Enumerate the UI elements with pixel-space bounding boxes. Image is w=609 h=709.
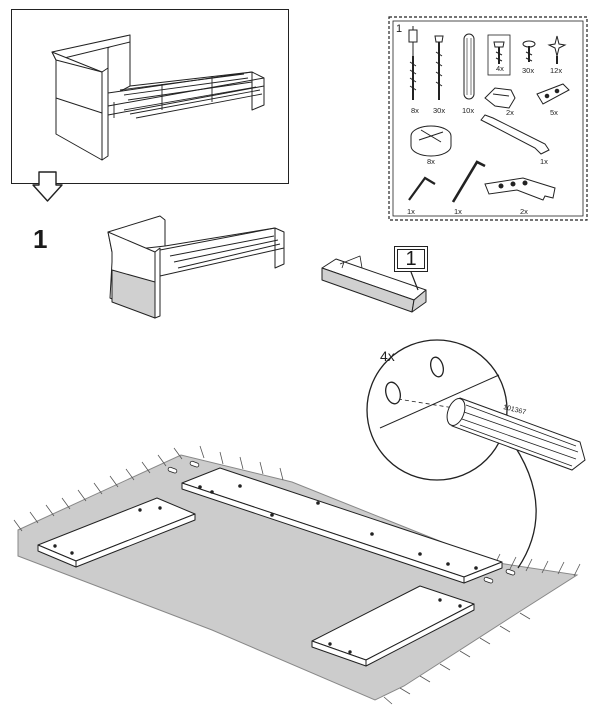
- daybed-highlight-illustration: [107, 215, 285, 319]
- part-qty: 2x: [520, 207, 528, 216]
- part-qty: 1x: [540, 157, 548, 166]
- part-qty: 8x: [411, 106, 419, 115]
- wrench-icon: [480, 114, 550, 155]
- panel-right-illustration: [311, 585, 475, 667]
- overview-panel: [11, 9, 289, 184]
- part-qty: 30x: [433, 106, 446, 115]
- drilling-jig-icon: [484, 177, 556, 201]
- detail-callout: [366, 339, 537, 569]
- part-qty: 8x: [427, 157, 435, 166]
- cam-lock-icon: [410, 125, 452, 157]
- panel-left-illustration: [37, 497, 196, 568]
- wooden-dowel-icon: [463, 33, 475, 100]
- dowel-icon: [167, 460, 516, 584]
- wood-screw-icon: [434, 35, 444, 100]
- rug-illustration: [13, 445, 581, 705]
- parts-list-panel: 1 8x 30x 10x 4x 30x 12x 2x 5x 8x 1x 1x 1…: [385, 12, 592, 225]
- part-qty: 4x: [496, 64, 504, 73]
- daybed-overview-illustration: [51, 34, 265, 161]
- part-qty: 1x: [407, 207, 415, 216]
- detail-quantity: 4x: [380, 348, 395, 364]
- short-screw-icon: [493, 41, 505, 64]
- part-qty: 30x: [522, 66, 535, 75]
- part-qty: 2x: [506, 108, 514, 117]
- bracket-clip-icon: [484, 87, 516, 109]
- small-allen-key-icon: [408, 176, 436, 201]
- reference-number: 1: [405, 248, 417, 270]
- parts-step-label: 1: [396, 23, 403, 35]
- part-qty: 1x: [454, 207, 462, 216]
- pin-icon: [547, 35, 567, 64]
- part-qty: 10x: [462, 106, 475, 115]
- panel-long-illustration: [181, 467, 503, 584]
- parts-list-illustration: [388, 16, 588, 221]
- part-qty: 5x: [550, 108, 558, 117]
- reference-number-box: 1: [394, 246, 428, 272]
- part-qty: 12x: [550, 66, 563, 75]
- large-allen-key-icon: [451, 160, 486, 203]
- step-number: 1: [33, 224, 48, 254]
- cam-bolt-icon: [408, 26, 418, 100]
- connector-plate-icon: [536, 83, 570, 105]
- pan-screw-icon: [522, 40, 536, 62]
- part-number: 101367: [502, 404, 527, 417]
